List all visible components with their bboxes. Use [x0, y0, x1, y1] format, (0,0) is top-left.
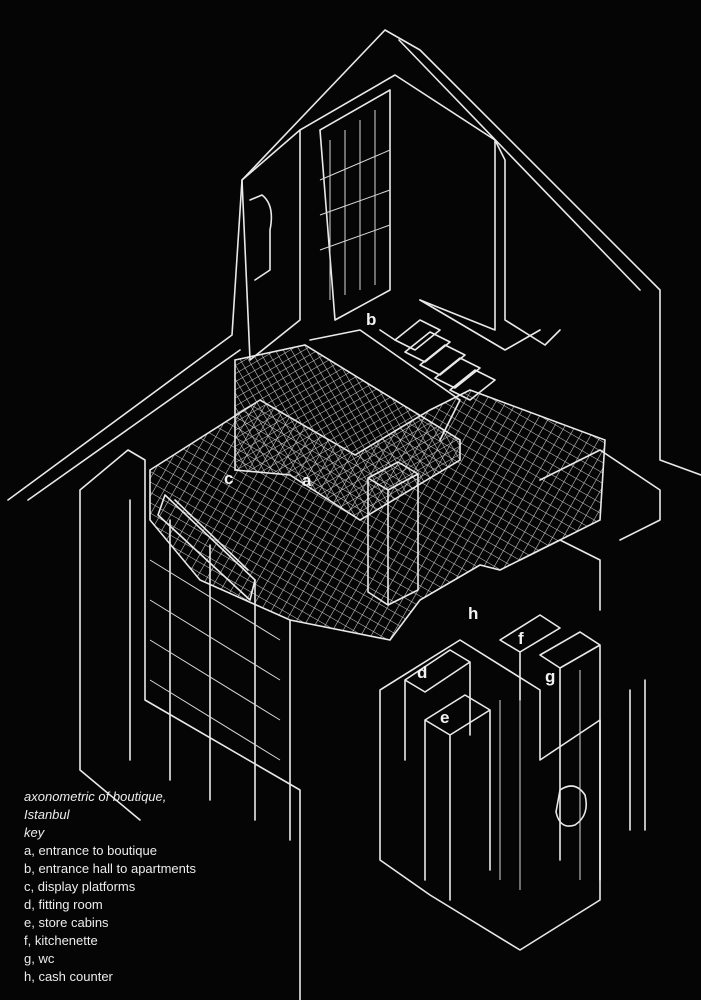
caption-title-line-1: axonometric of boutique, — [24, 789, 167, 804]
caption-block: axonometric of boutique, Istanbul key a,… — [24, 788, 324, 986]
plan-label-d: d — [417, 663, 428, 682]
rear-wall-top — [299, 74, 496, 331]
front-piers — [129, 499, 291, 841]
stair — [394, 319, 496, 401]
key-item: h, cash counter — [24, 969, 113, 984]
fitting-room — [404, 649, 471, 761]
caption-title-line-2: Istanbul — [24, 807, 70, 822]
key-item: f, kitchenette — [24, 933, 98, 948]
rear-niche — [249, 194, 273, 281]
kitchenette — [499, 614, 561, 701]
key-item: a, entrance to boutique — [24, 843, 157, 858]
window-mullions — [319, 110, 391, 300]
display-platform — [157, 494, 256, 601]
rear-wall-left — [241, 129, 301, 361]
site-boundary-inner — [27, 39, 641, 501]
site-boundary — [7, 29, 701, 501]
front-hatch-lines — [149, 559, 281, 761]
plan-label-f: f — [518, 629, 524, 648]
plan-label-g: g — [545, 667, 556, 686]
front-wall-left — [79, 449, 301, 1000]
wc-block — [539, 631, 601, 881]
key-item: c, display platforms — [24, 879, 136, 894]
store-cabins — [424, 694, 491, 901]
key-heading: key — [24, 825, 45, 840]
right-walls — [519, 449, 661, 831]
key-item: g, wc — [24, 951, 55, 966]
stair-rail — [379, 299, 541, 351]
plan-label-e: e — [440, 708, 450, 727]
key-item: b, entrance hall to apartments — [24, 861, 196, 876]
plan-label-b: b — [366, 310, 377, 329]
right-verticals — [499, 670, 581, 890]
entrance-wall — [234, 344, 461, 521]
center-column — [367, 461, 419, 606]
rear-wall-right — [494, 139, 561, 346]
wc-fixture — [555, 785, 588, 827]
plan-label-c: c — [224, 469, 234, 488]
key-item: d, fitting room — [24, 897, 103, 912]
plan-label-h: h — [468, 604, 479, 623]
key-item: e, store cabins — [24, 915, 109, 930]
plan-label-a: a — [302, 471, 312, 490]
entrance-wall-top — [309, 329, 461, 441]
